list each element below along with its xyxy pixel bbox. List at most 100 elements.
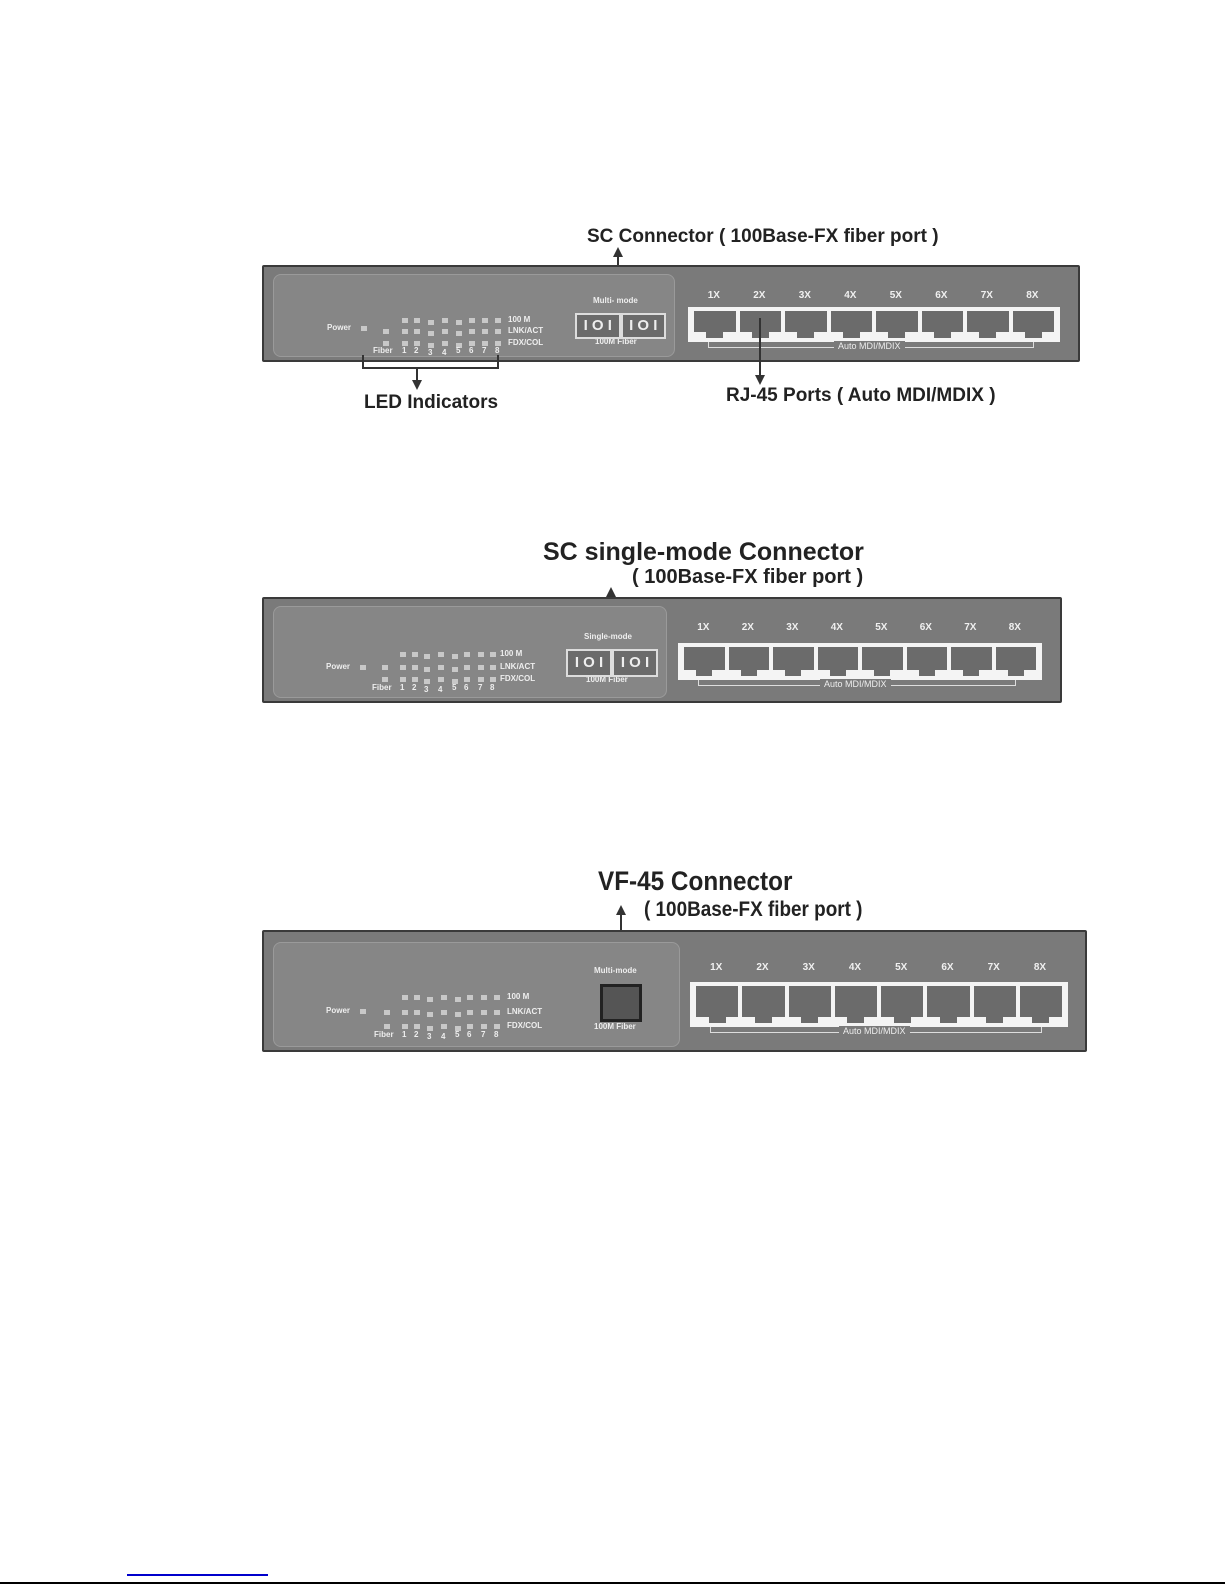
- status-led: [441, 1024, 447, 1029]
- rj45-port[interactable]: [876, 311, 918, 338]
- rj45-port[interactable]: [906, 647, 947, 676]
- power-label: Power: [327, 323, 352, 332]
- port-latch: [893, 1017, 911, 1023]
- status-led: [428, 331, 434, 336]
- led-column-label: 3: [427, 1032, 432, 1041]
- port-label: 2X: [753, 290, 766, 301]
- led-column-label: 8: [494, 1030, 499, 1039]
- port-latch: [847, 1017, 865, 1023]
- led-row-label: FDX/COL: [507, 1021, 543, 1030]
- status-led: [490, 665, 496, 670]
- rj45-port[interactable]: [1019, 986, 1062, 1023]
- port-label: 6X: [935, 290, 948, 301]
- status-led: [427, 1026, 433, 1031]
- rj45-port[interactable]: [817, 647, 858, 676]
- port-label: 3X: [802, 962, 815, 973]
- port-latch: [785, 670, 802, 676]
- status-led: [400, 677, 406, 682]
- led-indicators-bracket: [362, 355, 499, 369]
- status-led: [482, 341, 488, 346]
- status-led: [456, 331, 462, 336]
- status-led: [402, 341, 408, 346]
- status-led: [469, 341, 475, 346]
- port-latch: [986, 1017, 1004, 1023]
- port-latch: [706, 332, 724, 338]
- rj45-port[interactable]: [834, 986, 877, 1023]
- rj45-port[interactable]: [742, 986, 785, 1023]
- status-led: [412, 652, 418, 657]
- rj45-port[interactable]: [773, 647, 814, 676]
- rj45-port[interactable]: [728, 647, 769, 676]
- rj45-port[interactable]: [862, 647, 903, 676]
- rj45-port[interactable]: [967, 311, 1009, 338]
- status-led: [414, 1010, 420, 1015]
- port-latch: [754, 1017, 772, 1023]
- led-column-label: 3: [428, 348, 433, 357]
- sc-fiber-connector[interactable]: I O I: [575, 313, 621, 339]
- port-latch: [801, 1017, 819, 1023]
- rj45-port[interactable]: [788, 986, 831, 1023]
- sc-fiber-connector[interactable]: I O I: [620, 313, 666, 339]
- arrow-up-icon: [606, 587, 616, 597]
- status-led: [495, 318, 501, 323]
- led-row-label: LNK/ACT: [507, 1007, 543, 1016]
- led-column-label: 4: [442, 348, 447, 357]
- sc-connector-glyph-icon: I O I: [583, 317, 612, 334]
- led-column-label: 2: [414, 346, 419, 355]
- port-label: 1X: [707, 290, 720, 301]
- arrow-down-icon: [412, 380, 422, 390]
- port-label: 7X: [964, 622, 977, 633]
- rj45-port[interactable]: [830, 311, 872, 338]
- rj45-port[interactable]: [694, 311, 736, 338]
- led-column-label: 3: [424, 685, 429, 694]
- vf45-fiber-connector[interactable]: [600, 984, 642, 1022]
- port-latch: [1007, 670, 1024, 676]
- status-led: [438, 677, 444, 682]
- sc-fiber-connector[interactable]: I O I: [566, 649, 612, 677]
- arrow-down-icon: [755, 375, 765, 385]
- rj45-port[interactable]: [921, 311, 963, 338]
- port-latch: [939, 1017, 957, 1023]
- fiber-speed-label: 100M Fiber: [594, 1022, 636, 1031]
- led-column-label: Fiber: [372, 683, 392, 692]
- rj45-port[interactable]: [1012, 311, 1054, 338]
- led-column-label: Fiber: [374, 1030, 394, 1039]
- port-label: 5X: [875, 622, 888, 633]
- status-led: [424, 667, 430, 672]
- port-label: 8X: [1033, 962, 1047, 973]
- mdi-label: Auto MDI/MDIX: [820, 679, 891, 689]
- status-led: [452, 667, 458, 672]
- port-label: 4X: [830, 622, 843, 633]
- rj45-port[interactable]: [696, 986, 739, 1023]
- footnote-separator-link[interactable]: [127, 1574, 268, 1576]
- rj45-port[interactable]: [881, 986, 924, 1023]
- rj45-port[interactable]: [927, 986, 970, 1023]
- status-led: [424, 654, 430, 659]
- sc-fiber-connector[interactable]: I O I: [612, 649, 658, 677]
- led-column-label: 1: [402, 346, 407, 355]
- led-column-label: 5: [455, 1030, 460, 1039]
- status-led: [478, 665, 484, 670]
- status-led: [495, 341, 501, 346]
- rj45-port[interactable]: [684, 647, 725, 676]
- status-led: [427, 997, 433, 1002]
- port-latch: [797, 332, 815, 338]
- status-led: [400, 665, 406, 670]
- rj45-port[interactable]: [973, 986, 1016, 1023]
- status-led: [442, 341, 448, 346]
- status-led: [414, 329, 420, 334]
- status-led: [383, 329, 389, 334]
- status-led: [402, 318, 408, 323]
- rj45-pointer: [759, 318, 761, 376]
- port-latch: [1024, 332, 1042, 338]
- rj45-port[interactable]: [785, 311, 827, 338]
- status-led: [490, 652, 496, 657]
- rj45-port[interactable]: [951, 647, 992, 676]
- rj45-port[interactable]: [995, 647, 1036, 676]
- port-label: 8X: [1026, 290, 1039, 301]
- rj45-ports-caption: RJ-45 Ports ( Auto MDI/MDIX ): [726, 385, 996, 406]
- sc-connector-caption: SC Connector ( 100Base-FX fiber port ): [587, 226, 939, 247]
- status-led: [384, 1024, 390, 1029]
- sc-single-mode-caption: SC single-mode Connector: [543, 538, 864, 566]
- status-led: [478, 677, 484, 682]
